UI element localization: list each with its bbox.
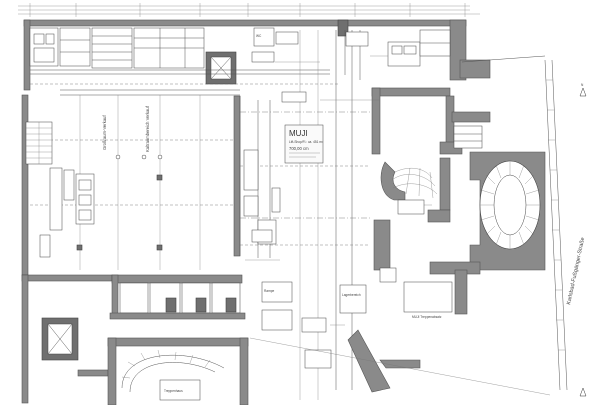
label-ramp: Rampe	[264, 289, 275, 293]
label-left-hall-1: Großraum-Verkauf	[102, 114, 107, 150]
central-shop-area: MUJI Lift-Shop/Fl.: ca. 451 m² 700,00 cm	[233, 30, 370, 400]
street-name: Karlsbad-Fußgänger-Straße	[566, 237, 586, 306]
shop-height: 700,00 cm	[289, 146, 309, 151]
bottom-wing: Lagerbereich Rampe Treppenhaus	[41, 274, 551, 405]
label-stair-building: MUJI Treppenabsatz	[412, 315, 442, 319]
label-core: Treppenhaus	[164, 389, 183, 393]
north-mark: N	[581, 83, 584, 87]
left-hall: Großraum-Verkauf Kaltraumbereich Verkauf	[25, 95, 235, 270]
service-zone-top-left	[29, 27, 340, 96]
shop-name: MUJI	[289, 129, 308, 138]
label-lower-level: Lagerbereich	[342, 293, 361, 297]
callout-lines	[245, 31, 432, 333]
shop-area: Lift-Shop/Fl.: ca. 451 m²	[289, 140, 323, 144]
top-centre-shafts: WC	[253, 19, 451, 80]
label-left-hall-2: Kaltraumbereich Verkauf	[145, 105, 150, 152]
exterior-walls	[21, 19, 491, 404]
svg-text:WC: WC	[256, 34, 262, 38]
dimension-lines-top	[18, 3, 480, 17]
right-wing: MUJI Treppenabsatz Karlsbad-Fußgänger-St…	[371, 55, 587, 397]
